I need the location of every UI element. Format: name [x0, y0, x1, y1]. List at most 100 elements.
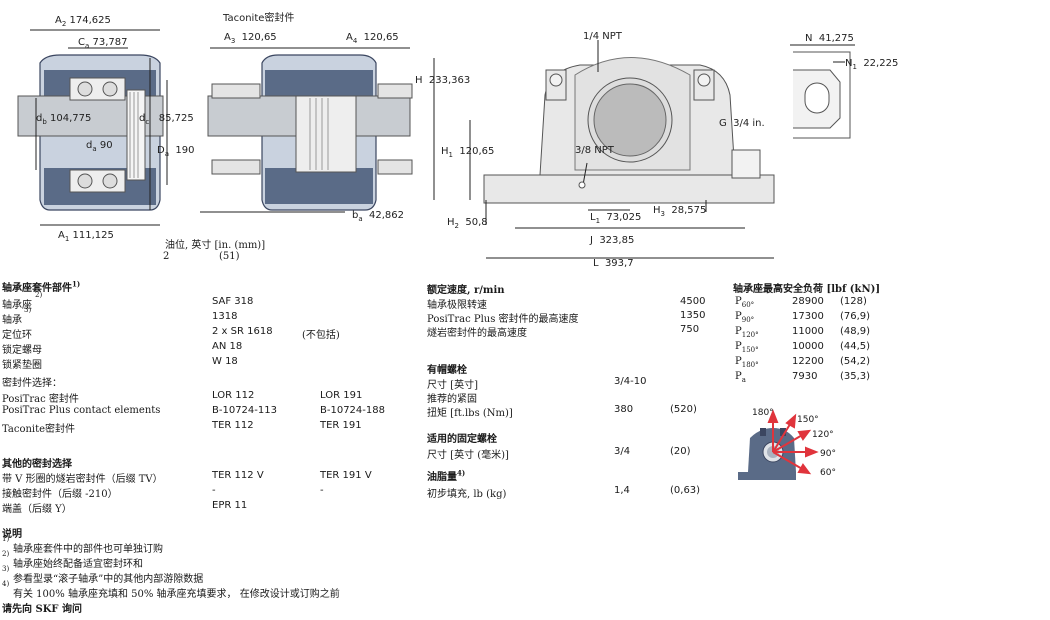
grease-row-value-2: (0,63)	[670, 485, 701, 496]
dim-dc-value: 85,725	[158, 113, 194, 124]
load-row-sub: 60°	[741, 301, 755, 309]
load-row-value-2: (48,9)	[840, 326, 871, 337]
dim-A3-value: 120,65	[241, 32, 277, 43]
bolts-title: 有帽螺栓	[427, 365, 467, 376]
fix-bolts-row-value-2: (20)	[670, 446, 691, 457]
dim-A1: A1 111,125	[58, 230, 114, 243]
note-text: 有关 100% 轴承座充填和 50% 轴承座充填要求， 在修改设计或订购之前	[13, 589, 340, 600]
load-row-symbol: P120°	[735, 326, 759, 339]
dim-J-value: 323,85	[599, 235, 635, 246]
components-row-label: 锁定螺母	[2, 345, 42, 356]
dim-J: J 323,85	[590, 235, 635, 246]
load-row-sub: 150°	[741, 346, 759, 354]
dim-Da: Da 190	[157, 145, 195, 158]
fix-bolts-row-value-1: 3/4	[614, 446, 631, 457]
contact-skf: 请先向 SKF 询问	[2, 604, 82, 615]
load-row-value-1: 17300	[792, 311, 824, 322]
load-row-symbol: P90°	[735, 311, 755, 324]
seals-row-label: Taconite密封件	[2, 424, 76, 435]
oil-level-value-mm: (51)	[219, 251, 240, 262]
angle-120: 120°	[812, 430, 834, 440]
load-row-p: P	[735, 326, 742, 337]
load-row-value-2: (76,9)	[840, 311, 871, 322]
seals-title: 密封件选择：	[2, 378, 62, 389]
note-text: 轴承座套件中的部件也可单独订购	[13, 544, 163, 555]
load-row-symbol: P150°	[735, 341, 759, 354]
angle-60: 60°	[820, 468, 836, 478]
dim-N: N 41,275	[805, 33, 854, 44]
load-row-p: P	[735, 311, 742, 322]
components-row-label: 锁紧垫圈	[2, 360, 42, 371]
load-row-symbol: P60°	[735, 296, 755, 309]
seals-row-label: PosiTrac Plus contact elements	[2, 405, 161, 416]
taconite-title: Taconite密封件	[223, 13, 295, 24]
dim-H2-value: 50,8	[465, 217, 488, 228]
angle-90: 90°	[820, 449, 836, 459]
grease-title-text: 油脂量	[427, 472, 457, 483]
load-row-p: P	[735, 356, 742, 367]
components-row-extra: (不包括)	[302, 330, 340, 341]
dim-G-value: 3/4 in.	[733, 118, 765, 129]
dim-db: db 104,775	[36, 113, 92, 126]
components-row-value: AN 18	[212, 341, 243, 352]
components-title: 轴承座套件部件1)	[2, 279, 80, 294]
bolts-row-label: 尺寸 [英寸]	[427, 380, 478, 391]
dim-npt-top: 1/4 NPT	[583, 31, 622, 42]
dim-da: da 90	[86, 140, 113, 153]
other-seals-row-value-2: -	[320, 485, 324, 496]
load-row-sub: 90°	[741, 316, 755, 324]
load-row-value-1: 7930	[792, 371, 818, 382]
dim-A2: A2 174,625	[55, 15, 111, 28]
load-row-value-2: (54,2)	[840, 356, 871, 367]
seals-row-value-2: B-10724-188	[320, 405, 385, 416]
seals-row-value-1: TER 112	[212, 420, 254, 431]
dim-H1: H1 120,65	[441, 146, 495, 159]
fix-bolts-row-label: 尺寸 [英寸 (毫米)]	[427, 450, 509, 461]
bolts-row-value-2: (520)	[670, 404, 697, 415]
components-row-label: 轴承座	[2, 300, 32, 311]
bolts-row-value-1: 3/4-10	[614, 376, 647, 387]
note-text: 轴承座始终配备适宜密封环和	[13, 559, 143, 570]
dim-H3: H3 28,575	[653, 205, 707, 218]
components-row-label: 定位环	[2, 330, 32, 341]
bolts-row-label: 扭矩 [ft.lbs (Nm)]	[427, 408, 513, 419]
dim-L-value: 393,7	[604, 258, 634, 269]
angle-150: 150°	[797, 415, 819, 425]
components-row-label: 轴承	[2, 315, 22, 326]
seals-row-value-2: TER 191	[320, 420, 362, 431]
components-title-sup: 1)	[72, 279, 81, 289]
speed-row-value: 1350	[680, 310, 706, 321]
dim-A3: A3 120,65	[224, 32, 277, 45]
speed-title: 额定速度, r/min	[427, 285, 505, 296]
dim-A2-value: 174,625	[69, 15, 111, 26]
grease-title-sup: 4)	[457, 468, 466, 478]
load-row-value-1: 10000	[792, 341, 824, 352]
other-seals-row-value-2: TER 191 V	[320, 470, 372, 481]
load-row-value-2: (35,3)	[840, 371, 871, 382]
dim-H2: H2 50,8	[447, 217, 488, 230]
dim-H1-value: 120,65	[459, 146, 495, 157]
seals-row-value-1: LOR 112	[212, 390, 255, 401]
components-title-text: 轴承座套件部件	[2, 283, 72, 294]
speed-row-value: 4500	[680, 296, 706, 307]
dim-H: H 233,363	[415, 75, 471, 86]
dim-N1-value: 22,225	[863, 58, 899, 69]
dim-npt-mid: 3/8 NPT	[575, 145, 614, 156]
dim-H-value: 233,363	[428, 75, 471, 86]
dim-ba: ba 42,862	[352, 210, 405, 223]
grease-title: 油脂量4)	[427, 468, 465, 483]
load-row-p: P	[735, 296, 742, 307]
note-text: 参看型录“滚子轴承”中的其他内部游隙数据	[13, 574, 204, 585]
dim-L: L 393,7	[593, 258, 634, 269]
dim-G: G 3/4 in.	[719, 118, 765, 129]
load-row-p: P	[735, 371, 742, 382]
fix-bolts-title: 适用的固定螺栓	[427, 434, 497, 445]
oil-level-label: 油位, 英寸 [in. (mm)]	[165, 240, 266, 251]
other-seals-row-label: 接触密封件（后缀 -210）	[2, 489, 118, 500]
seals-row-value-2: LOR 191	[320, 390, 363, 401]
dim-A1-value: 111,125	[72, 230, 114, 241]
oil-level-value: 2	[163, 251, 170, 262]
